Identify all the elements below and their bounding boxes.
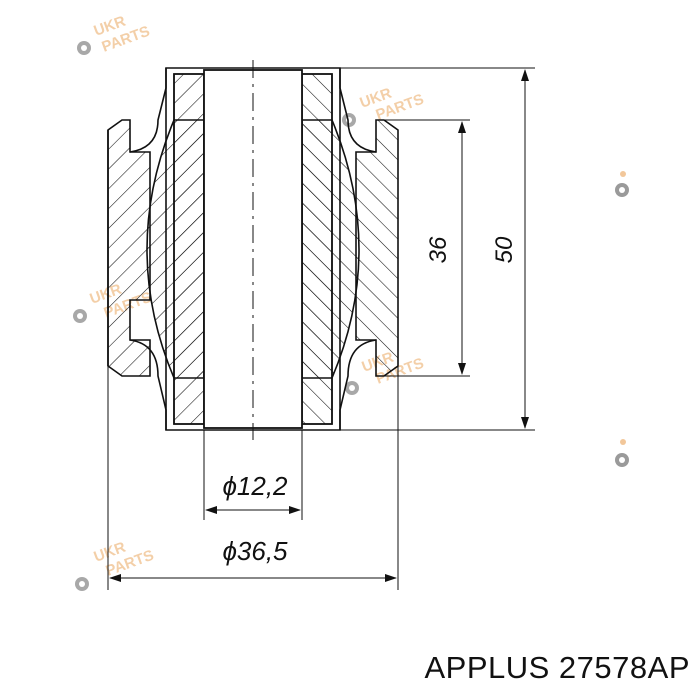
outer-height-label: 50 [491, 236, 518, 263]
watermark-top-left: UKR PARTS [77, 13, 152, 56]
middle-sleeve [146, 67, 360, 431]
dimension-outer-diameter: ϕ36,5 [109, 536, 397, 582]
dimension-inner-diameter: ϕ12,2 [205, 471, 301, 514]
inner-diameter-label: ϕ12,2 [222, 471, 288, 501]
outer-rubber-body [107, 68, 399, 430]
watermark-bottom-left: UKR PARTS [75, 539, 156, 591]
inner-bore [203, 60, 303, 440]
inner-height-label: 36 [425, 236, 452, 263]
gear-icon [615, 439, 629, 467]
extension-lines [107, 67, 535, 590]
outer-diameter-label: ϕ36,5 [222, 536, 288, 566]
part-number-caption: APPLUS 27578AP [424, 650, 690, 685]
gear-icon [615, 171, 629, 197]
dimension-36: 36 [425, 121, 466, 375]
dimension-50: 50 [491, 69, 529, 429]
